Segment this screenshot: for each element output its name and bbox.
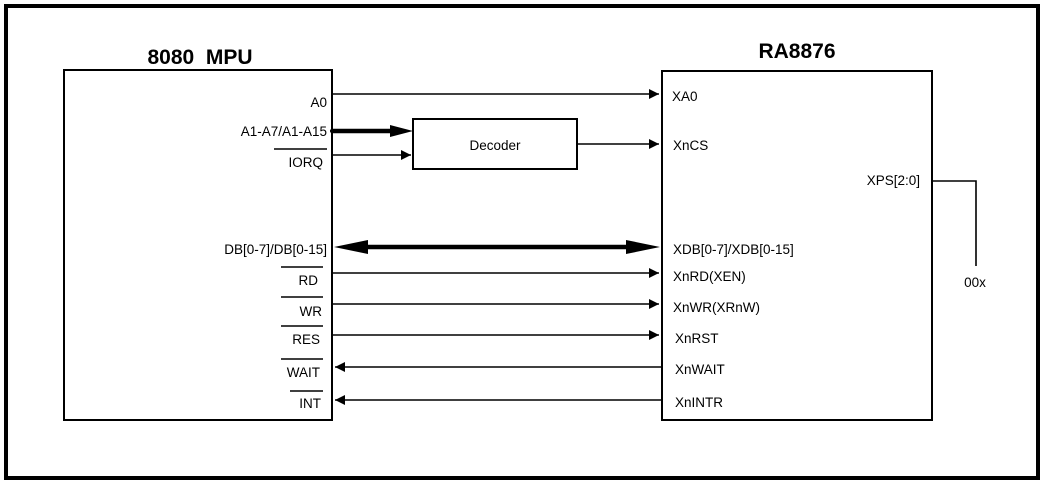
- mpu-title: 8080 MPU: [147, 46, 252, 69]
- pin-data-bus: DB[0-7]/DB[0-15]: [224, 242, 327, 257]
- xps-strap-value: 00x: [964, 275, 986, 290]
- data-bus-right-arrowhead: [626, 240, 660, 254]
- bus-address-arrowhead: [390, 125, 413, 137]
- pin-xnintr: XnINTR: [675, 395, 723, 410]
- wire-xps-strap: [932, 180, 977, 266]
- address-bus-junction: [330, 129, 334, 133]
- data-bus-left-arrowhead: [334, 240, 368, 254]
- ra8876-block: [661, 70, 933, 421]
- pin-iorq: IORQ: [288, 155, 323, 170]
- pin-wr: WR: [300, 304, 323, 319]
- pin-a0: A0: [310, 95, 327, 110]
- pin-xncs: XnCS: [673, 138, 708, 153]
- ra8876-title: RA8876: [758, 40, 835, 63]
- pin-xnrst: XnRST: [675, 331, 719, 346]
- pin-address-bus: A1-A7/A1-A15: [241, 124, 327, 139]
- pin-res: RES: [292, 332, 320, 347]
- pin-xps: XPS[2:0]: [867, 173, 920, 188]
- pin-xnwait: XnWAIT: [675, 362, 725, 377]
- decoder-label: Decoder: [469, 138, 521, 153]
- pin-rd: RD: [299, 273, 319, 288]
- pin-xa0: XA0: [672, 89, 698, 104]
- mpu-block: [63, 69, 333, 421]
- pin-xnrd: XnRD(XEN): [673, 269, 746, 284]
- pin-xdb: XDB[0-7]/XDB[0-15]: [673, 242, 794, 257]
- pin-int: INT: [299, 396, 321, 411]
- pin-xnwr: XnWR(XRnW): [673, 300, 760, 315]
- pin-wait: WAIT: [287, 365, 320, 380]
